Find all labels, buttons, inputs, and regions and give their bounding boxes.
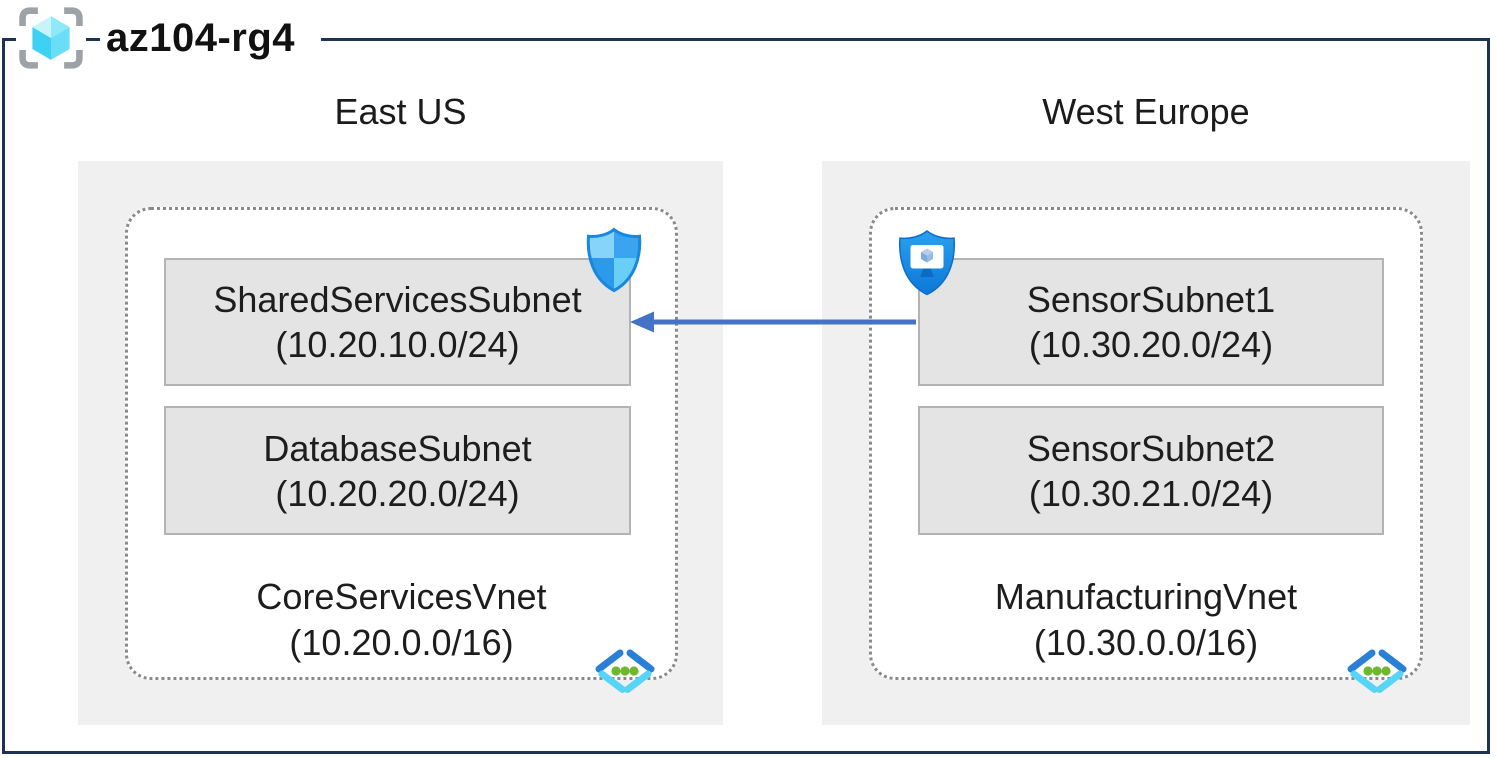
region-east-us: SharedServicesSubnet (10.20.10.0/24) Dat…: [78, 161, 723, 725]
subnet-cidr: (10.30.21.0/24): [1028, 472, 1274, 514]
subnet-cidr: (10.30.20.0/24): [1028, 324, 1274, 365]
subnet-sensor2: SensorSubnet2 (10.30.21.0/24): [918, 406, 1384, 535]
subnet-cidr: (10.20.20.0/24): [275, 472, 520, 514]
virtual-network-icon: [591, 646, 659, 694]
subnet-name: SharedServicesSubnet: [213, 279, 582, 320]
vnet-manufacturing-label: ManufacturingVnet (10.30.0.0/16): [872, 574, 1420, 666]
region-title-west-europe: West Europe: [1042, 91, 1250, 132]
subnet-sharedservices: SharedServicesSubnet (10.20.10.0/24): [164, 258, 631, 386]
vnet-manufacturing-boundary: SensorSubnet1 (10.30.20.0/24) SensorSubn…: [869, 207, 1423, 693]
resource-group-icon: [16, 5, 86, 71]
vnet-cidr: (10.30.0.0/16): [1033, 622, 1259, 663]
subnet-database: DatabaseSubnet (10.20.20.0/24): [164, 406, 631, 535]
peering-arrow: [618, 300, 930, 344]
vnet-coreservices-label: CoreServicesVnet (10.20.0.0/16): [128, 574, 675, 666]
vnet-coreservices-boundary: SharedServicesSubnet (10.20.10.0/24) Dat…: [125, 207, 678, 693]
subnet-sensor1: SensorSubnet1 (10.30.20.0/24): [918, 258, 1384, 386]
subnet-name: SensorSubnet1: [1026, 279, 1276, 320]
vnet-name: ManufacturingVnet: [994, 576, 1298, 617]
subnet-name: SensorSubnet2: [1026, 427, 1276, 469]
subnet-name: DatabaseSubnet: [263, 427, 532, 469]
asg-shield-icon: [896, 229, 958, 297]
nsg-shield-icon: [585, 227, 643, 293]
virtual-network-icon: [1343, 646, 1411, 694]
resource-group-title: az104-rg4: [100, 12, 322, 64]
region-west-europe: SensorSubnet1 (10.30.20.0/24) SensorSubn…: [822, 161, 1470, 725]
subnet-cidr: (10.20.10.0/24): [275, 324, 520, 365]
vnet-name: CoreServicesVnet: [256, 576, 547, 617]
vnet-cidr: (10.20.0.0/16): [289, 622, 514, 663]
region-title-east-us: East US: [334, 91, 467, 132]
